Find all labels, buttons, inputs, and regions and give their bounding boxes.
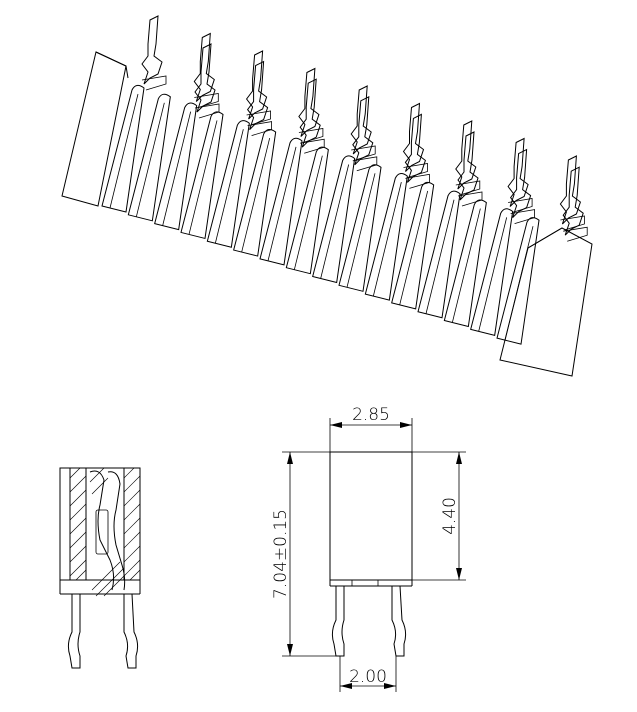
contact-slab-edge bbox=[293, 155, 323, 270]
upper-pin bbox=[298, 67, 320, 137]
end-block-right-top bbox=[527, 227, 563, 249]
upper-pin bbox=[559, 155, 581, 225]
contact-slab-edge bbox=[267, 146, 297, 261]
contact-slab bbox=[233, 129, 277, 257]
lower-pin bbox=[404, 113, 426, 183]
contact-slab bbox=[259, 137, 303, 266]
lower-pin bbox=[299, 78, 321, 148]
pin-foot bbox=[510, 209, 535, 224]
side-section-view bbox=[59, 467, 141, 669]
pin-foot bbox=[246, 110, 271, 126]
contact-slab bbox=[101, 84, 145, 213]
pin-foot bbox=[194, 93, 219, 108]
lower-pin bbox=[352, 95, 374, 166]
contact-slab bbox=[127, 93, 171, 222]
contact-slab bbox=[285, 146, 329, 275]
contact-slab bbox=[443, 199, 487, 328]
isometric-connector-view bbox=[61, 15, 593, 377]
contact-slab-edge bbox=[188, 120, 218, 235]
contact-slab-edge bbox=[320, 164, 350, 279]
contact-slab bbox=[206, 120, 250, 248]
upper-pin bbox=[245, 50, 268, 120]
lower-pin bbox=[194, 43, 216, 113]
contact-slab bbox=[364, 173, 408, 301]
contact-slab-edge bbox=[372, 182, 402, 297]
pin-foot bbox=[247, 121, 272, 136]
contact-slab bbox=[312, 155, 356, 284]
contact-slab bbox=[470, 208, 514, 336]
pin-foot bbox=[563, 226, 588, 242]
contact-slab bbox=[496, 217, 540, 345]
contact-slab bbox=[338, 164, 382, 292]
lower-pin bbox=[562, 166, 584, 236]
contact-slab-edge bbox=[135, 102, 165, 217]
upper-pin bbox=[193, 32, 215, 102]
upper-pin bbox=[402, 102, 425, 172]
dim-pin-pitch: 2.00 bbox=[349, 667, 387, 687]
pin-foot bbox=[560, 215, 585, 231]
end-block-right bbox=[499, 227, 593, 377]
contact-slab bbox=[391, 181, 435, 310]
pin-foot bbox=[298, 128, 324, 143]
pin-foot bbox=[194, 103, 220, 119]
lower-pin bbox=[246, 60, 269, 130]
contact-slab-edge bbox=[241, 137, 271, 253]
end-block-left-top bbox=[95, 51, 129, 79]
contact-slab-edge bbox=[162, 111, 192, 226]
contact-slab-edge bbox=[346, 173, 376, 288]
upper-pin bbox=[455, 120, 477, 190]
pin-foot bbox=[405, 173, 430, 189]
pin-foot bbox=[352, 156, 378, 172]
contact-slab-edge bbox=[425, 199, 455, 314]
contact-slab-edge bbox=[399, 190, 429, 306]
dim-body-width: 2.85 bbox=[352, 405, 390, 425]
upper-pin bbox=[507, 137, 529, 207]
dim-total-height: 7.04±0.15 bbox=[271, 509, 291, 599]
pin-foot bbox=[300, 138, 325, 154]
lower-pin bbox=[509, 148, 532, 218]
front-view: 2.85 4.40 7.04±0.15 2.00 bbox=[271, 405, 466, 692]
contact-slab bbox=[180, 111, 224, 240]
upper-pin bbox=[350, 85, 372, 155]
upper-pin bbox=[141, 15, 163, 85]
contact-slab bbox=[154, 102, 198, 231]
contact-slab-edge bbox=[214, 129, 244, 244]
dim-body-height: 4.40 bbox=[440, 497, 460, 535]
contact-slab bbox=[417, 190, 461, 319]
pin-foot bbox=[141, 75, 167, 91]
contact-slab-edge bbox=[504, 226, 534, 341]
contact-slab-edge bbox=[109, 93, 139, 209]
pin-foot bbox=[457, 191, 483, 207]
lower-pin bbox=[457, 131, 479, 201]
contact-slab-edge bbox=[451, 208, 481, 323]
contact-slab-edge bbox=[478, 217, 508, 332]
